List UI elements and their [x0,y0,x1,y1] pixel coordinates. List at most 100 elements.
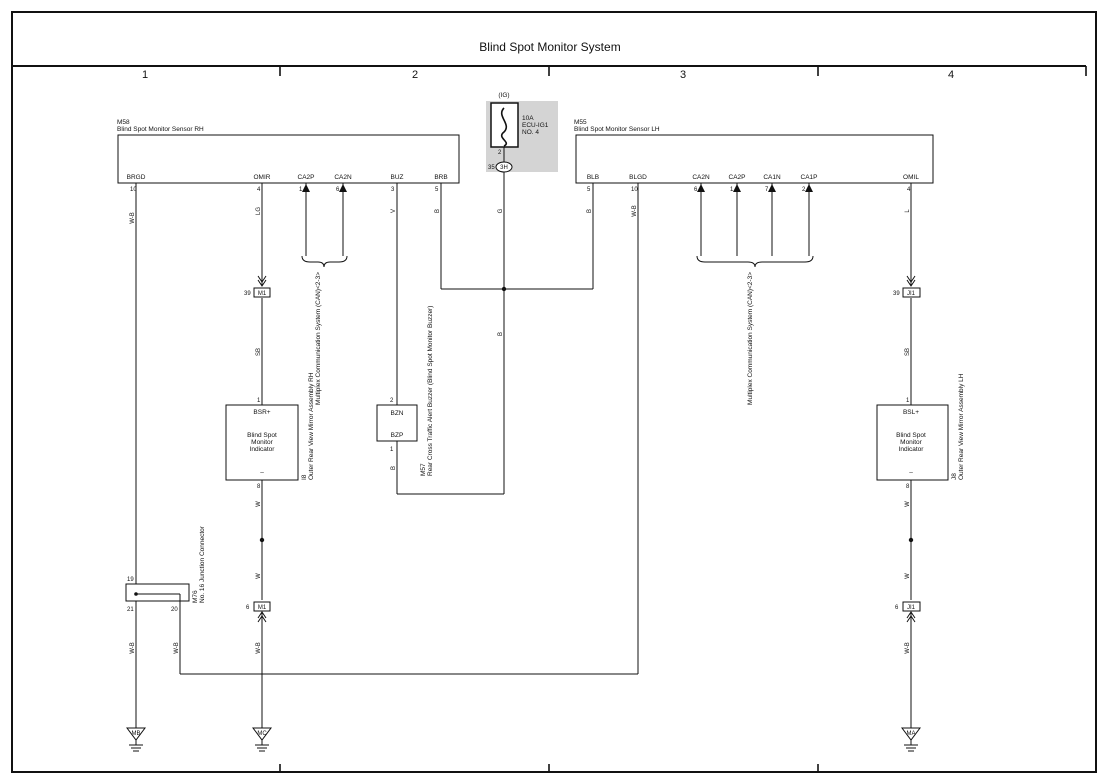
sensor-lh-pin: 1 [730,187,734,193]
connector-arrow-icon [906,611,916,623]
sensor-rh-pin: 3 [391,187,395,193]
indicator-label: Monitor [251,439,274,446]
sensor-rh-term: BUZ [391,174,404,181]
connector-ji1-box [902,287,921,298]
wire-color: W [905,573,911,579]
sensor-lh-term: BLB [587,174,599,181]
sensor-lh-term: CA1P [801,174,818,181]
sensor-rh-term: CA2N [334,174,352,181]
inline-connector-ji1-upper: JI1 39 [893,275,921,298]
wire-color: W [905,501,911,507]
wire-color: SB [256,348,262,356]
junction-box [125,583,190,602]
sensor-rh-pin: 10 [130,187,137,193]
sensor-rh-id: M58 [117,119,130,126]
sensor-lh-box [575,134,934,184]
ground-icon [252,727,272,741]
fuse-number: NO. 4 [522,129,539,136]
wire-color-labels: W-B LG V B G B W-B L B SB SB B W W W W W… [130,205,911,654]
mirror-rh-terminal: BSR+ [253,409,270,416]
inline-connector-ji1-lower: JI1 6 [895,601,921,623]
connector-m1-label: M1 [258,291,267,297]
sensor-lh-name: Blind Spot Monitor Sensor LH [574,126,660,133]
indicator-label: Monitor [900,439,923,446]
wire-color: W-B [632,205,638,217]
wire-color: W-B [256,642,262,654]
column-number-2: 2 [412,69,418,81]
column-number-3: 3 [680,69,686,81]
indicator-label: Blind Spot [247,432,277,439]
sensor-lh-term: CA2P [729,174,746,181]
buzzer-name: Rear Cross Traffic Alert Buzzer (Blind S… [427,306,434,476]
can-brace-rh [301,255,348,268]
fuse-connector-id: 3H [500,165,508,171]
wire-color: B [435,209,441,213]
junction-name: No. 16 Junction Connector [199,525,206,603]
sensor-rh-name: Blind Spot Monitor Sensor RH [117,126,204,133]
sensor-rh-pin: 6 [336,187,340,193]
wire-color: W [256,573,262,579]
sensor-lh-term: CA1N [763,174,781,181]
mirror-lh-box [876,404,949,481]
mirror-rh: 1 BSR+ Blind Spot Monitor Indicator – 8 … [225,372,315,490]
mirror-rh-pin: 1 [257,398,261,404]
fuse-header: (IG) [498,92,509,99]
wire-color: W-B [130,212,136,224]
sensor-lh-pin: 2 [802,187,806,193]
ground-icon [126,727,146,741]
sensor-lh-id: M55 [574,119,587,126]
buzzer-id: M57 [420,463,427,476]
sensor-rh-pin: 4 [257,187,261,193]
connector-ji1-label: JI1 [907,605,916,611]
connector-ji1-pin: 6 [895,605,899,611]
ground-icon [901,727,921,741]
ground-mc: MC [252,727,272,752]
mirror-lh-pin: 8 [906,484,910,490]
connector-arrow-icon [906,275,916,287]
wire-color: B [587,209,593,213]
can-brace-lh [696,255,814,268]
sensor-lh-term: OMIL [903,174,919,181]
indicator-label: Indicator [250,446,276,453]
diagram-frame [11,11,1097,773]
mirror-lh-pin: 1 [906,398,910,404]
connector-m1-pin: 6 [246,605,250,611]
junction-id: M76 [192,590,199,603]
ground-ma: MA [901,727,921,752]
connector-arrow-icon [257,275,267,287]
wire-color: LG [256,207,262,215]
sensor-lh-pin: 7 [765,187,769,193]
inline-connector-m1-lower: M1 6 [246,601,271,623]
mirror-lh: 1 BSL+ Blind Spot Monitor Indicator – 8 … [876,373,965,490]
connector-m1-label: M1 [258,605,267,611]
wire-color: W-B [174,642,180,654]
sensor-lh-pin: 6 [694,187,698,193]
indicator-label: Blind Spot [896,432,926,439]
sensor-rh-pin: 5 [435,187,439,193]
ground-mb: MB [126,727,146,752]
mirror-rh-box [225,404,299,481]
splice-dot [908,537,914,543]
buzzer: 2 BZN BZP 1 M57 Rear Cross Traffic Alert… [376,306,434,476]
connector-arrow-icon [257,611,267,623]
column-number-4: 4 [948,69,954,81]
junction-pin: 20 [171,607,178,613]
ground-label: MB [132,731,141,737]
wire-color: W-B [905,642,911,654]
ground-label: MA [907,731,916,737]
column-number-1: 1 [142,69,148,81]
mirror-rh-id: I8 [301,474,308,480]
diagram-title: Blind Spot Monitor System [479,40,620,54]
fuse-icon [500,107,508,147]
wire-color: V [391,209,397,213]
sensor-rh-term: BRGD [127,174,146,181]
splice-dot [134,592,138,596]
mirror-lh-name: Outer Rear View Mirror Assembly LH [958,373,965,480]
sensor-lh-pin: 10 [631,187,638,193]
wire-color: B [498,332,504,336]
wire-color: L [905,209,911,213]
wires [135,172,914,728]
sensor-lh-term: BLGD [629,174,647,181]
splice-dot [259,537,265,543]
